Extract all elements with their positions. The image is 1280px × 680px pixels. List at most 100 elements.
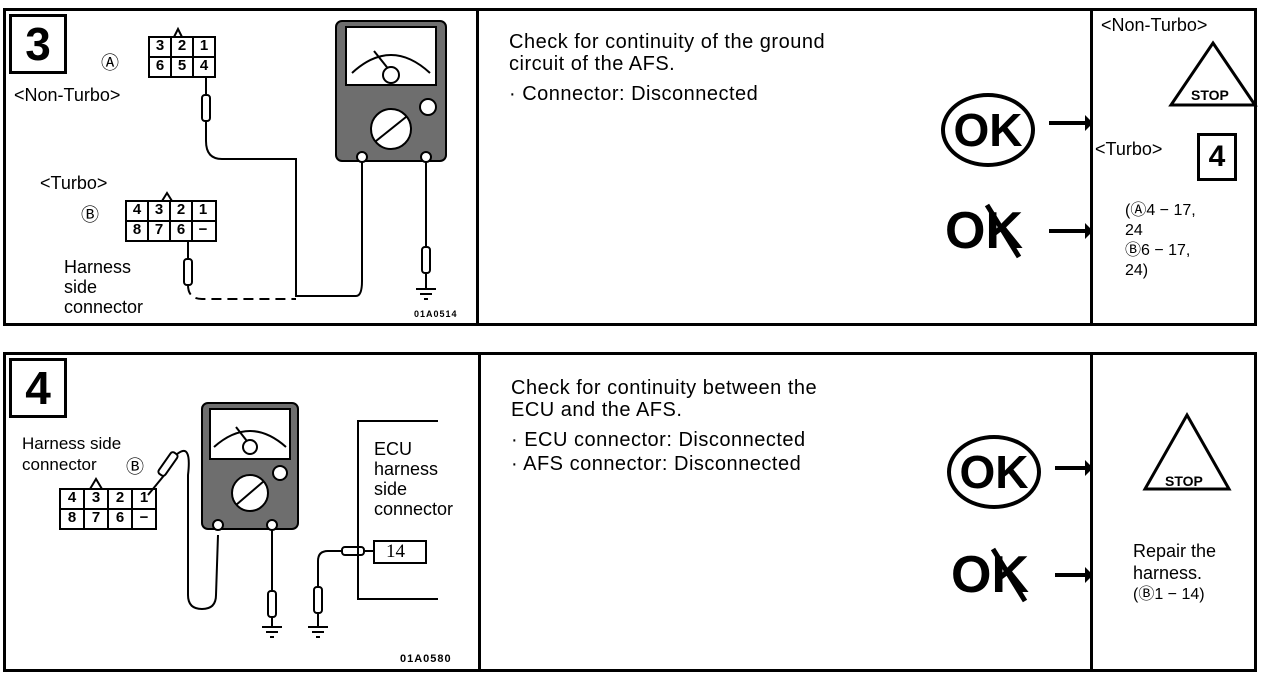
ground-probe-icon xyxy=(262,529,282,638)
harness-label-line-1: Harness xyxy=(64,257,132,277)
connector-b-symbol: Ⓑ xyxy=(126,457,144,477)
ng-ref-line-3: Ⓑ6 − 17, xyxy=(1125,242,1191,259)
harness-side-label-1: Harness side xyxy=(22,434,122,453)
instruction-bullet-1: · Connector: Disconnected xyxy=(509,83,759,105)
ng-ref-line-1: Repair the xyxy=(1133,541,1217,561)
pin-label: − xyxy=(139,509,149,526)
goto-step-4[interactable]: 4 xyxy=(1197,133,1237,181)
pin-label: 1 xyxy=(199,37,209,54)
instruction-bullet-1: · ECU connector: Disconnected xyxy=(511,429,806,451)
connector-b-icon xyxy=(125,191,217,242)
harness-side-label-2: connector xyxy=(22,455,97,474)
stop-label: STOP xyxy=(1165,473,1203,489)
ng-ref-line-3: (Ⓑ1 − 14) xyxy=(1133,586,1205,603)
pin-label: 4 xyxy=(67,489,77,506)
pin-label: 4 xyxy=(199,57,209,74)
ecu-label-3: side xyxy=(374,479,408,499)
ground-probe-icon xyxy=(416,161,436,300)
step-4-results: STOP Repair the harness. (Ⓑ1 − 14) xyxy=(1090,355,1254,669)
connector-b-symbol: Ⓑ xyxy=(81,205,99,225)
pin-label: 7 xyxy=(91,509,101,526)
ng-ref-line-2: 24 xyxy=(1125,222,1143,239)
non-turbo-label: <Non-Turbo> xyxy=(14,85,121,105)
instruction-bullet-2: · AFS connector: Disconnected xyxy=(511,453,802,475)
step-4-instructions: Check for continuity between the ECU and… xyxy=(478,355,1093,669)
step-4-arrows xyxy=(1055,460,1093,583)
probe-b-icon xyxy=(183,241,193,286)
afs-connector-pins-top: 4 3 2 1 xyxy=(60,488,156,508)
step-4-diagram: 4 xyxy=(6,355,478,669)
afs-connector-icon xyxy=(59,477,157,530)
step-3-instructions: Check for continuity of the ground circu… xyxy=(476,11,1093,323)
instruction-line-2: ECU and the AFS. xyxy=(511,399,683,421)
ng-cross-icon xyxy=(990,547,1028,603)
goto-step-number: 4 xyxy=(1208,140,1226,173)
step-4-panel: 4 xyxy=(3,352,1257,672)
pin-label: 6 xyxy=(155,57,165,74)
step-3-diagram: 3 xyxy=(6,11,476,323)
instruction-line-1: Check for continuity between the xyxy=(511,377,818,399)
stop-sign-icon xyxy=(1142,411,1232,491)
pin-label: 2 xyxy=(177,37,187,54)
pin-label: 5 xyxy=(177,57,187,74)
ng-badge: OK xyxy=(951,545,1029,605)
ok-text: OK xyxy=(959,446,1029,498)
pin-label: − xyxy=(198,221,208,238)
step-3-number: 3 xyxy=(9,14,67,74)
turbo-label: <Turbo> xyxy=(40,173,108,193)
step-3-wiring-svg xyxy=(125,20,447,300)
stop-label: STOP xyxy=(1191,87,1229,103)
step-3-results: <Non-Turbo> STOP <Turbo> 4 (Ⓐ4 − 17, 24 … xyxy=(1090,11,1258,323)
pin-label: 3 xyxy=(91,489,101,506)
ecu-label-1: ECU xyxy=(374,439,413,459)
harness-label-line-2: side xyxy=(64,277,98,297)
connector-a-icon xyxy=(148,26,216,78)
ecu-pin-box xyxy=(373,540,427,564)
lead-wire-a xyxy=(205,140,363,297)
ng-ref-line-2: harness. xyxy=(1133,563,1203,583)
ok-badge: OK xyxy=(947,435,1041,509)
ng-ref-line-1: (Ⓐ4 − 17, xyxy=(1125,202,1196,219)
pin-label: 7 xyxy=(154,221,164,238)
connector-b-pins-top: 4 3 2 1 xyxy=(126,200,216,220)
pin-label: 6 xyxy=(176,221,186,238)
harness-label-line-3: connector xyxy=(64,297,144,317)
ok-text: OK xyxy=(953,104,1023,156)
pin-label: 2 xyxy=(176,201,186,218)
ng-text: OK xyxy=(951,546,1029,604)
ng-cross-icon xyxy=(984,203,1022,259)
connector-a-symbol: Ⓐ xyxy=(101,53,119,73)
ng-ref-line-4: 24) xyxy=(1125,262,1149,279)
ng-text: OK xyxy=(945,202,1023,260)
pin-label: 8 xyxy=(67,509,77,526)
connector-a-pins-top: 3 2 1 xyxy=(149,36,215,56)
figure-code: 01A0580 xyxy=(400,653,452,665)
instruction-line-1: Check for continuity of the ground xyxy=(509,31,826,53)
step-4-wiring-svg xyxy=(59,402,438,638)
pin-label: 1 xyxy=(198,201,208,218)
ng-badge: OK xyxy=(945,201,1023,261)
pin-label: 3 xyxy=(154,201,164,218)
result-non-turbo-label: <Non-Turbo> xyxy=(1101,15,1208,35)
afs-probe-icon xyxy=(147,450,219,611)
ecu-probe-icon xyxy=(308,546,374,638)
afs-connector-pins-bottom: 8 7 6 − xyxy=(60,508,156,528)
ecu-label-4: connector xyxy=(374,499,454,519)
instruction-line-2: circuit of the AFS. xyxy=(509,53,676,75)
ecu-pin-number: 14 xyxy=(386,541,405,562)
pin-label: 8 xyxy=(132,221,142,238)
step-3-arrows xyxy=(1049,115,1093,239)
multimeter-icon xyxy=(335,20,447,163)
connector-b-pins-bottom: 8 7 6 − xyxy=(126,220,216,240)
ecu-label-2: harness xyxy=(374,459,439,479)
pin-label: 1 xyxy=(139,489,149,506)
pin-label: 4 xyxy=(132,201,142,218)
pin-label: 2 xyxy=(115,489,125,506)
pin-label: 6 xyxy=(115,509,125,526)
step-4-number: 4 xyxy=(9,358,67,418)
ecu-connector-outline xyxy=(357,420,438,600)
lead-wire-b-dashed xyxy=(187,284,296,300)
probe-a-icon xyxy=(201,77,211,141)
figure-code: 01A0514 xyxy=(414,309,458,319)
ok-badge: OK xyxy=(941,93,1035,167)
